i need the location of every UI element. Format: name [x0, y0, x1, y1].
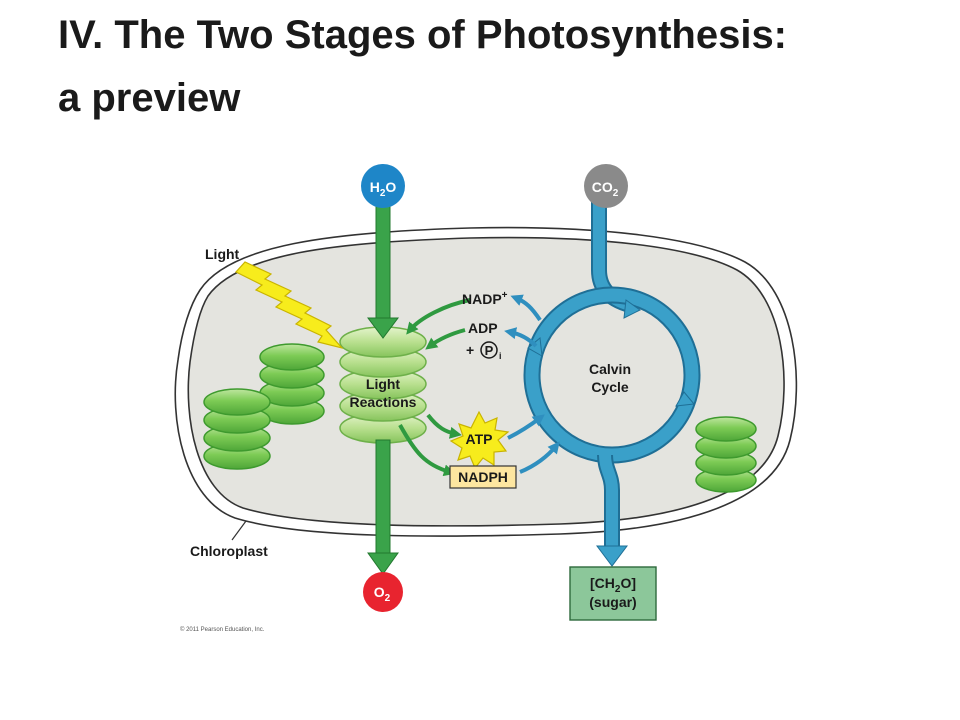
pi-label: + P i: [466, 341, 502, 361]
sugar-formula: [CH2O]: [590, 575, 636, 595]
energy-arrows-out: [398, 298, 471, 477]
h2o-sub: 2: [380, 188, 386, 199]
nadp-plus-label: NADP+: [462, 290, 508, 307]
nadp-sup: +: [502, 290, 508, 301]
sugar-sub: 2: [615, 584, 621, 595]
title-line-2: a preview: [58, 76, 241, 120]
co2-base: CO: [592, 179, 613, 195]
sugar-open: [CH: [590, 575, 615, 591]
pi-sub: i: [499, 351, 502, 361]
nadp-base: NADP: [462, 291, 502, 307]
granum-stack-right: [695, 416, 757, 493]
h2o-base: H: [370, 179, 380, 195]
pi-letter: P: [485, 343, 494, 358]
svg-text:O2: O2: [374, 584, 391, 604]
light-reactions-granum: [339, 326, 427, 444]
pi-plus: +: [466, 342, 474, 358]
nadph-label: NADPH: [458, 469, 508, 485]
slide-title: IV. The Two Stages of Photosynthesis: a …: [58, 4, 938, 130]
o2-base: O: [374, 584, 385, 600]
chloroplast-label: Chloroplast: [190, 543, 268, 559]
atp-label: ATP: [466, 431, 493, 447]
energy-arrows-in: [504, 294, 560, 474]
copyright-text: © 2011 Pearson Education, Inc.: [180, 626, 265, 633]
sugar-close: O]: [620, 575, 636, 591]
light-reactions-label-2: Reactions: [350, 394, 417, 410]
sugar-label: (sugar): [589, 594, 636, 610]
co2-sub: 2: [613, 188, 619, 199]
svg-text:H2O: H2O: [370, 179, 397, 199]
co2-node: CO2: [584, 164, 628, 208]
light-label: Light: [205, 246, 240, 262]
light-bolt-icon: [235, 261, 344, 350]
nadph-box: [449, 465, 517, 489]
chloroplast-callout: Chloroplast: [190, 520, 268, 559]
water-to-oxygen-flow: [367, 197, 399, 575]
h2o-node: H2O: [361, 164, 405, 208]
svg-text:CO2: CO2: [592, 179, 619, 199]
sugar-output-flow: [596, 454, 628, 567]
sugar-box: [569, 566, 657, 621]
o2-sub: 2: [385, 593, 391, 604]
title-line-1: IV. The Two Stages of Photosynthesis:: [58, 13, 788, 57]
adp-label: ADP: [468, 320, 498, 336]
atp-burst-icon: [449, 410, 510, 470]
calvin-cycle-label-1: Calvin: [589, 361, 631, 377]
granum-stack-left-top: [259, 343, 325, 425]
h2o-tail: O: [385, 179, 396, 195]
light-reactions-label-1: Light: [366, 376, 401, 392]
granum-stack-left-bottom: [203, 388, 271, 470]
calvin-cycle-label-2: Cycle: [591, 379, 629, 395]
o2-node: O2: [363, 572, 403, 612]
